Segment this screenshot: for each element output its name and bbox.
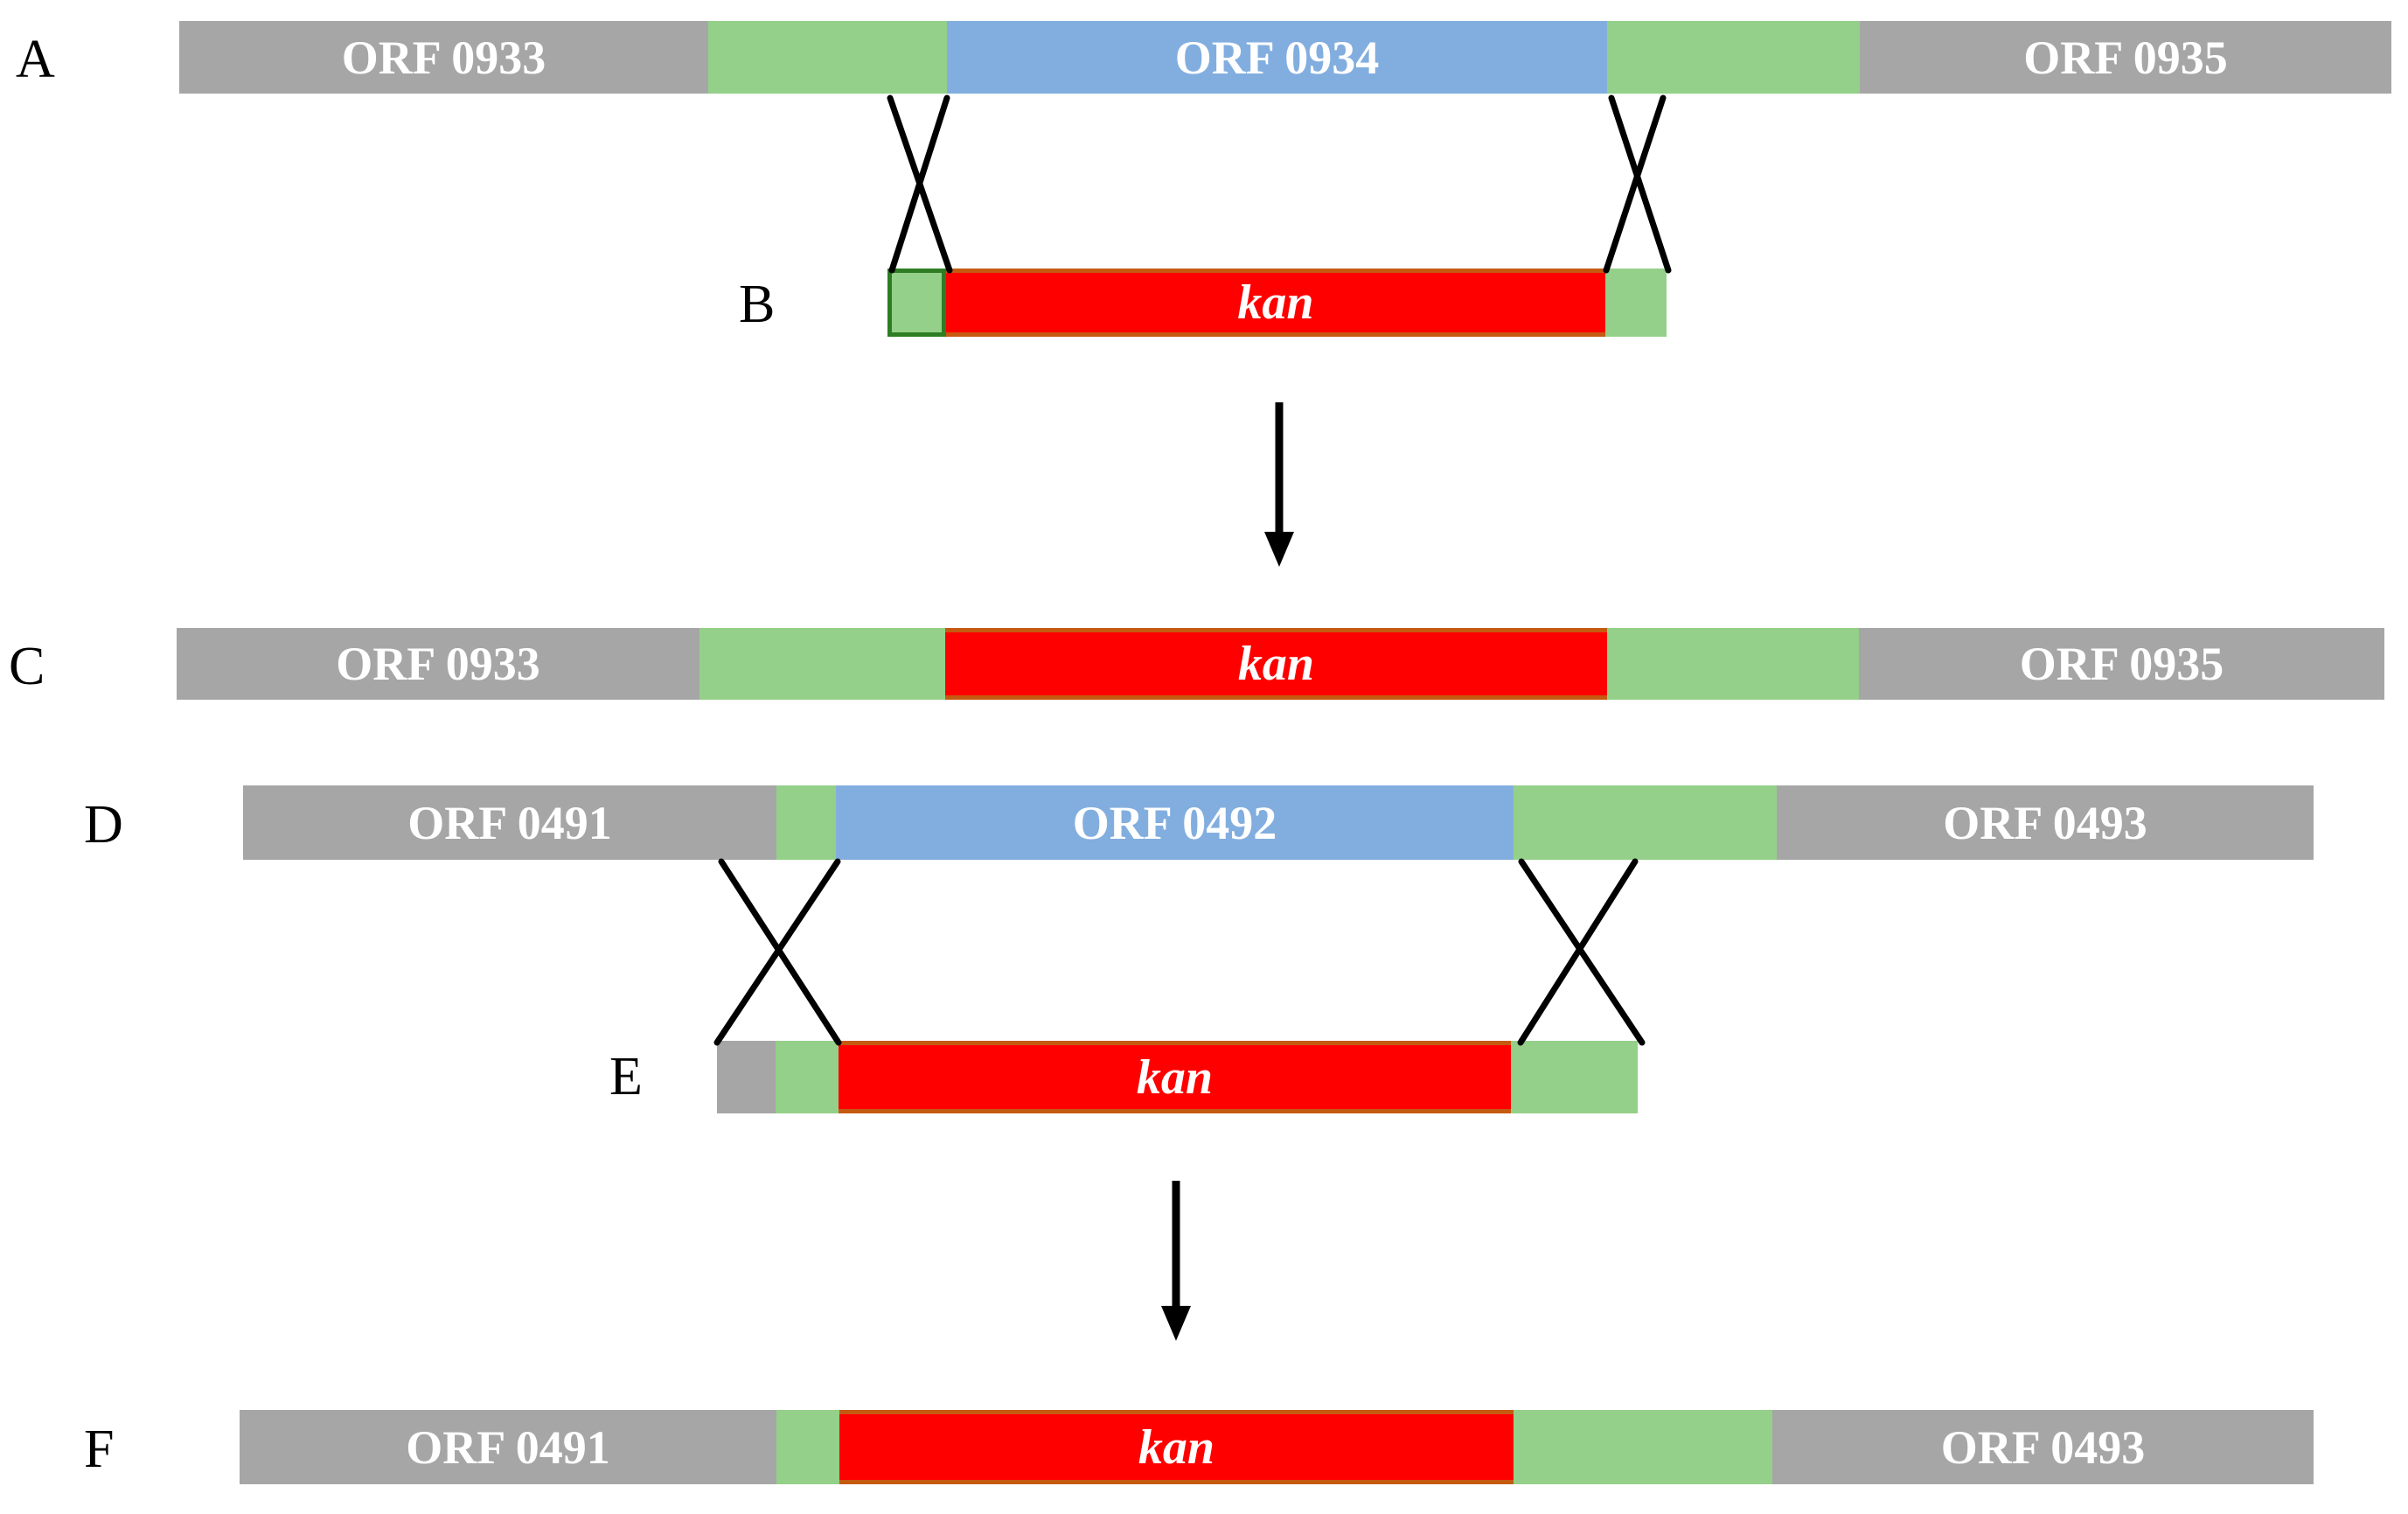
- down-arrow-head-icon: [1161, 1306, 1191, 1341]
- gene-bar-label: ORF 0493: [1940, 1420, 2146, 1474]
- row-label-E: E: [609, 1047, 643, 1106]
- crossover-x-line: [888, 94, 950, 274]
- gene-bar-orf0493: ORF 0493: [1772, 1410, 2314, 1484]
- gene-bar-label: ORF 0493: [1943, 796, 2147, 849]
- gene-bar-label: ORF 0933: [336, 638, 540, 690]
- kan-label: kan: [1138, 1420, 1215, 1475]
- gene-bar-orf0935: ORF 0935: [1860, 21, 2391, 94]
- construct-row-F: ORF 0491 kan ORF 0493: [0, 1410, 2408, 1484]
- homology-arm-right: [1514, 785, 1777, 860]
- kan-label: kan: [1237, 276, 1314, 330]
- kan-cassette-bar: kan: [945, 628, 1607, 700]
- gene-bar-orf0491: ORF 0491: [243, 785, 776, 860]
- homology-arm-left: [699, 628, 945, 700]
- down-arrow-head-icon: [1264, 532, 1294, 567]
- homology-arm-right: [1607, 628, 1859, 700]
- gene-bar-label: ORF 0491: [406, 1420, 610, 1474]
- homology-arm-right: [1514, 1410, 1772, 1484]
- kan-label: kan: [1237, 637, 1315, 691]
- down-arrow-1: [1264, 402, 1294, 567]
- target-gene-bar-orf0492: ORF 0492: [836, 785, 1514, 860]
- kan-cassette-bar: kan: [839, 1410, 1514, 1484]
- down-arrow-2: [1161, 1181, 1191, 1341]
- gene-bar-orf0935: ORF 0935: [1859, 628, 2384, 700]
- homology-arm-right: [1511, 1041, 1638, 1113]
- homology-arm-left: [776, 785, 836, 860]
- gene-fragment: [717, 1041, 776, 1113]
- kan-cassette-bar: kan: [946, 269, 1605, 337]
- crossover-x-line: [1608, 94, 1672, 274]
- construct-row-D: ORF 0491 ORF 0492 ORF 0493: [0, 785, 2408, 860]
- row-label-D: D: [84, 795, 123, 855]
- crossover-x-line: [718, 858, 842, 1046]
- gene-bar-label: ORF 0933: [341, 31, 546, 84]
- crossover-x-line: [713, 858, 841, 1046]
- homology-arm-left: [776, 1041, 839, 1113]
- target-gene-bar-orf0934: ORF 0934: [947, 21, 1607, 94]
- homology-arm-left: [776, 1410, 839, 1484]
- gene-bar-label: ORF 0935: [2019, 638, 2224, 690]
- row-label-C: C: [9, 637, 45, 696]
- row-label-B: B: [739, 275, 776, 334]
- construct-row-E: kan: [0, 1041, 2408, 1113]
- gene-bar-orf0493: ORF 0493: [1777, 785, 2314, 860]
- kan-label: kan: [1136, 1050, 1214, 1105]
- crossover-x-line: [1603, 94, 1667, 274]
- construct-row-C: ORF 0933 kan ORF 0935: [0, 628, 2408, 700]
- construct-row-A: ORF 0933 ORF 0934 ORF 0935: [0, 21, 2408, 94]
- homology-arm-right: [1605, 269, 1667, 337]
- homology-arm-right: [1607, 21, 1860, 94]
- crossover-x-line: [1518, 858, 1646, 1046]
- target-gene-label: ORF 0492: [1072, 796, 1277, 849]
- crossover-x-line: [1517, 858, 1639, 1046]
- kan-cassette-bar: kan: [839, 1041, 1511, 1113]
- crossover-x-line: [887, 94, 953, 274]
- row-label-F: F: [84, 1420, 115, 1479]
- gene-bar-orf0491: ORF 0491: [240, 1410, 776, 1484]
- gene-bar-orf0933: ORF 0933: [179, 21, 708, 94]
- target-gene-label: ORF 0934: [1174, 31, 1380, 84]
- construct-row-B: kan: [0, 269, 2408, 337]
- gene-bar-label: ORF 0491: [407, 796, 612, 849]
- gene-bar-label: ORF 0935: [2023, 31, 2228, 84]
- homology-arm-square: [887, 269, 946, 337]
- crossover-group: [713, 94, 1672, 1046]
- homology-arm-left: [708, 21, 947, 94]
- gene-bar-orf0933: ORF 0933: [177, 628, 699, 700]
- row-label-A: A: [16, 30, 55, 89]
